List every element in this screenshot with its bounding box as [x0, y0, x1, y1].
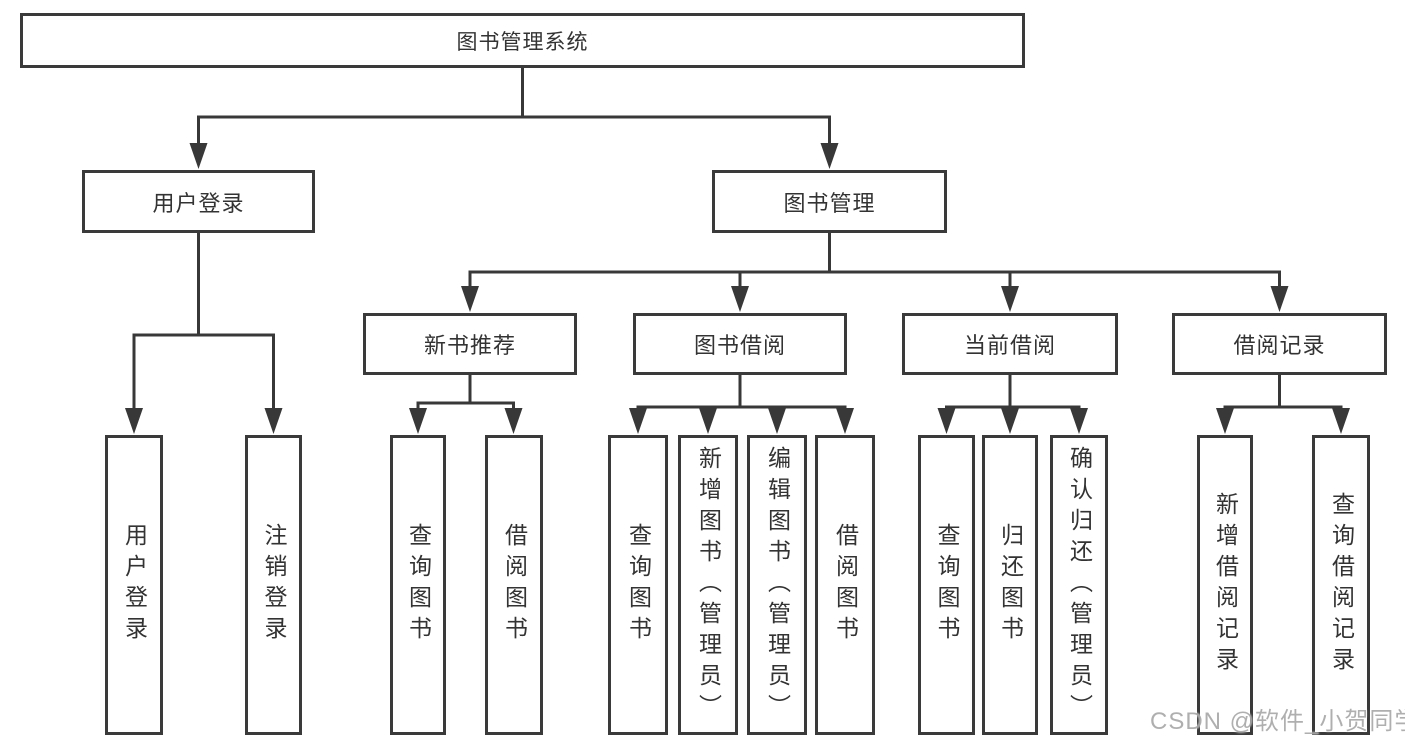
leaf-return-book: 归还图书	[982, 435, 1038, 735]
leaf-query-book-borrowing-label: 查询图书	[625, 523, 652, 647]
node-user-login-branch-label: 用户登录	[152, 190, 245, 216]
leaf-add-book-admin-label: 新增图书（管理员）	[695, 445, 722, 725]
arrowheads	[125, 143, 1350, 434]
node-book-borrowing: 图书借阅	[633, 313, 847, 375]
node-book-management-label: 图书管理	[783, 190, 876, 216]
leaf-confirm-return-admin-label: 确认归还（管理员）	[1066, 445, 1093, 725]
node-new-book-recommend: 新书推荐	[363, 313, 577, 375]
node-root-label: 图书管理系统	[456, 30, 589, 54]
leaf-user-login: 用户登录	[105, 435, 163, 735]
leaf-query-borrow-record-label: 查询借阅记录	[1328, 492, 1355, 678]
leaf-user-login-label: 用户登录	[121, 523, 148, 647]
leaf-query-book-current: 查询图书	[918, 435, 975, 735]
leaf-edit-book-admin-label: 编辑图书（管理员）	[764, 445, 791, 725]
leaf-add-borrow-record: 新增借阅记录	[1197, 435, 1253, 735]
node-book-borrowing-label: 图书借阅	[693, 333, 786, 358]
leaf-borrow-book-recommend-label: 借阅图书	[501, 523, 528, 647]
node-borrow-records-label: 借阅记录	[1233, 333, 1326, 358]
leaf-query-book-current-label: 查询图书	[934, 523, 960, 647]
node-book-management: 图书管理	[712, 170, 947, 233]
leaf-borrow-book-recommend: 借阅图书	[485, 435, 543, 735]
leaf-return-book-label: 归还图书	[997, 523, 1024, 647]
leaf-borrow-book: 借阅图书	[815, 435, 875, 735]
node-user-login-branch: 用户登录	[82, 170, 315, 233]
leaf-query-book-borrowing: 查询图书	[608, 435, 668, 735]
leaf-logout-label: 注销登录	[261, 523, 287, 647]
leaf-query-book-recommend-label: 查询图书	[405, 523, 432, 647]
csdn-watermark: CSDN @软件_小贺同学	[1150, 708, 1405, 735]
leaf-query-book-recommend: 查询图书	[390, 435, 446, 735]
leaf-edit-book-admin: 编辑图书（管理员）	[747, 435, 807, 735]
node-current-borrowing-label: 当前借阅	[963, 333, 1056, 358]
leaf-borrow-book-label: 借阅图书	[832, 523, 859, 647]
node-current-borrowing: 当前借阅	[902, 313, 1118, 375]
node-new-book-recommend-label: 新书推荐	[423, 333, 516, 358]
leaf-add-book-admin: 新增图书（管理员）	[678, 435, 738, 735]
leaf-add-borrow-record-label: 新增借阅记录	[1212, 492, 1239, 678]
node-root: 图书管理系统	[20, 13, 1025, 68]
leaf-query-borrow-record: 查询借阅记录	[1312, 435, 1370, 735]
leaf-confirm-return-admin: 确认归还（管理员）	[1050, 435, 1108, 735]
node-borrow-records: 借阅记录	[1172, 313, 1387, 375]
leaf-logout: 注销登录	[245, 435, 302, 735]
